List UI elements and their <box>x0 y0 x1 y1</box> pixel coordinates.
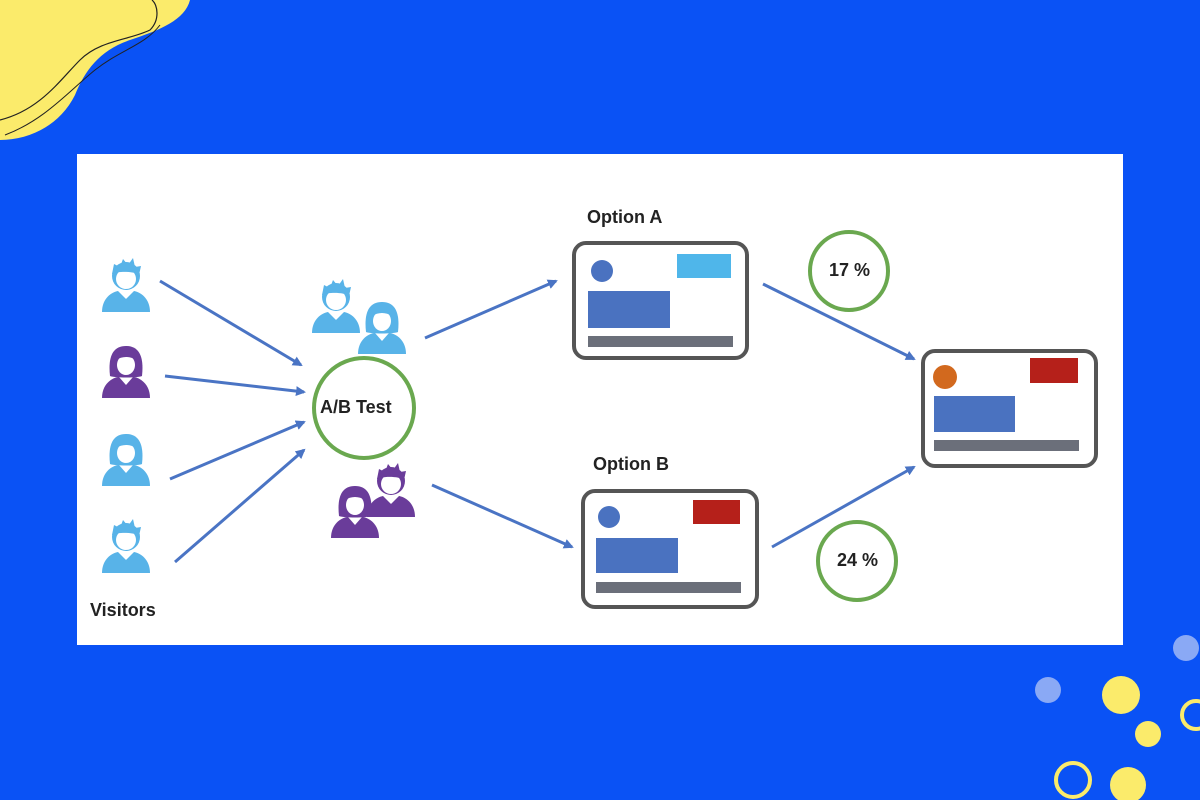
visitor-person-icon <box>102 258 150 312</box>
yellow-blob-shape <box>0 0 190 140</box>
visitor-person-icon <box>102 346 150 398</box>
dot-lightblue <box>1035 677 1061 703</box>
arrow-icon <box>174 448 306 564</box>
winning-page-card <box>921 349 1098 468</box>
group-a-person-icon <box>358 302 406 354</box>
arrow-icon <box>431 483 574 549</box>
option-b-label: Option B <box>593 454 669 474</box>
ab-test-label: A/B Test <box>320 397 392 417</box>
visitors-label: Visitors <box>90 600 156 620</box>
ab-test-circle <box>312 356 416 460</box>
option-b-card <box>581 489 759 609</box>
option-a-card <box>572 241 749 360</box>
arrow-icon <box>424 279 558 340</box>
group-b-person-icon <box>367 463 415 517</box>
visitor-person-icon <box>102 434 150 486</box>
ring-yellow <box>1054 761 1092 799</box>
visitor-person-icon <box>102 519 150 573</box>
arrow-icon <box>159 279 303 367</box>
arrow-icon <box>771 465 916 549</box>
ring-yellow <box>1180 699 1200 731</box>
arrow-icon <box>164 374 306 397</box>
rate-b-label: 24 % <box>837 550 879 570</box>
dot-yellow <box>1110 767 1146 800</box>
option-a-label: Option A <box>587 207 663 227</box>
ab-test-diagram <box>102 230 1098 609</box>
dot-yellow <box>1102 676 1140 714</box>
diagram-panel: Visitors A/B Test Option A Option B 17 %… <box>77 154 1123 645</box>
dot-lightblue <box>1173 635 1199 661</box>
rate-a-circle <box>808 230 890 312</box>
rate-a-label: 17 % <box>829 260 871 280</box>
rate-b-circle <box>816 520 898 602</box>
arrow-icon <box>169 420 306 481</box>
scribble-line-2 <box>4 24 161 136</box>
group-a-person-icon <box>312 279 360 333</box>
arrow-icon <box>762 282 916 361</box>
dot-yellow <box>1135 721 1161 747</box>
scribble-line <box>0 0 158 121</box>
